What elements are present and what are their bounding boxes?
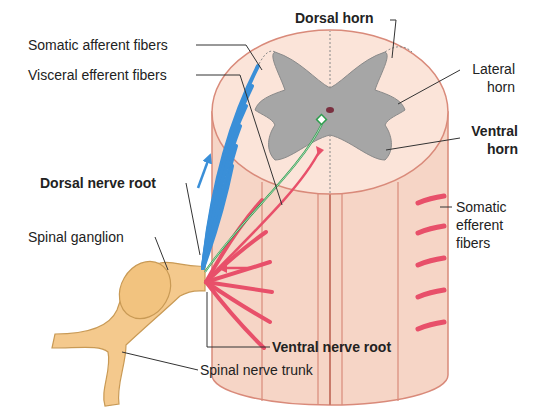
somatic-efferent-rootlets (418, 196, 444, 329)
part-label: Spinal nerve trunk (200, 361, 360, 379)
spinal-ganglion (109, 252, 181, 328)
part-label: Lateral horn (455, 60, 515, 96)
part-label: Dorsal horn (295, 9, 405, 27)
white-matter-boundaries (258, 31, 412, 193)
part-label: Ventral horn (452, 122, 518, 158)
efferent-arrow (222, 267, 252, 270)
ventral-horn-neuron (316, 146, 324, 156)
part-label: Spinal ganglion (28, 228, 168, 246)
somatic-efferent-axon (207, 150, 320, 280)
cord-cross-section (212, 30, 448, 194)
part-label: Ventral nerve root (272, 338, 437, 356)
central-canal (326, 107, 334, 113)
leader-lines (122, 20, 460, 370)
part-label: Somatic efferent fibers (456, 198, 526, 252)
part-label: Dorsal nerve root (40, 174, 190, 192)
part-label: Visceral efferent fibers (28, 66, 248, 84)
part-label: Somatic afferent fibers (28, 36, 248, 54)
lateral-horn-neuron (317, 115, 327, 125)
afferent-arrow (198, 158, 209, 188)
